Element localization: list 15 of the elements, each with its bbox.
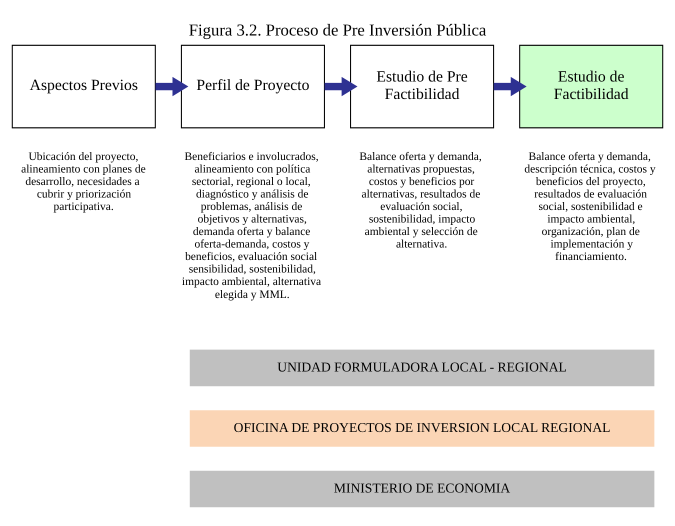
node-box: UNIDAD FORMULADORA LOCAL - REGIONAL bbox=[188, 348, 656, 388]
arrow bbox=[324, 76, 358, 96]
node-box: Estudio de Factibilidad bbox=[519, 44, 664, 128]
diagram-title: Figura 3.2. Proceso de Pre Inversión Pública bbox=[188, 20, 486, 40]
node-box: Aspectos Previos bbox=[12, 44, 156, 128]
arrow bbox=[155, 76, 188, 96]
node-label: Balance oferta y demanda, descripción técnica, costos y beneficios del proyecto, resultados de evaluación social, sostenibilidad e impacto ambiental, organización, plan de implementación y financiamiento. bbox=[524, 150, 656, 264]
node-box: MINISTERIO DE ECONOMIA bbox=[188, 470, 656, 508]
node-box: Perfil de Proyecto bbox=[180, 44, 325, 128]
node-label: Ubicación del proyecto, alineamiento con planes de desarrollo, necesidades a cubrir y priorización participativa. bbox=[21, 150, 146, 214]
node-box: OFICINA DE PROYECTOS DE INVERSION LOCAL REGIONAL bbox=[188, 409, 656, 448]
node-label: Balance oferta y demanda, alternativas propuestas, costos y beneficios por alternativas, resultados de evaluación social, sostenibilidad, impacto ambiental y selección de alternativa. bbox=[359, 150, 482, 251]
node-box: Estudio de Pre Factibilidad bbox=[350, 44, 494, 128]
node-label: Beneficiarios e involucrados, alineamiento con política sectorial, regional o local, diagnóstico y análisis de problemas, análisis de objetivos y alternativas, demanda oferta y balance oferta-demanda, costos y beneficios, evaluación social sensibilidad, sostenibilidad, impacto ambiental, alternativa elegida y MML. bbox=[182, 150, 322, 301]
arrow bbox=[494, 76, 527, 96]
